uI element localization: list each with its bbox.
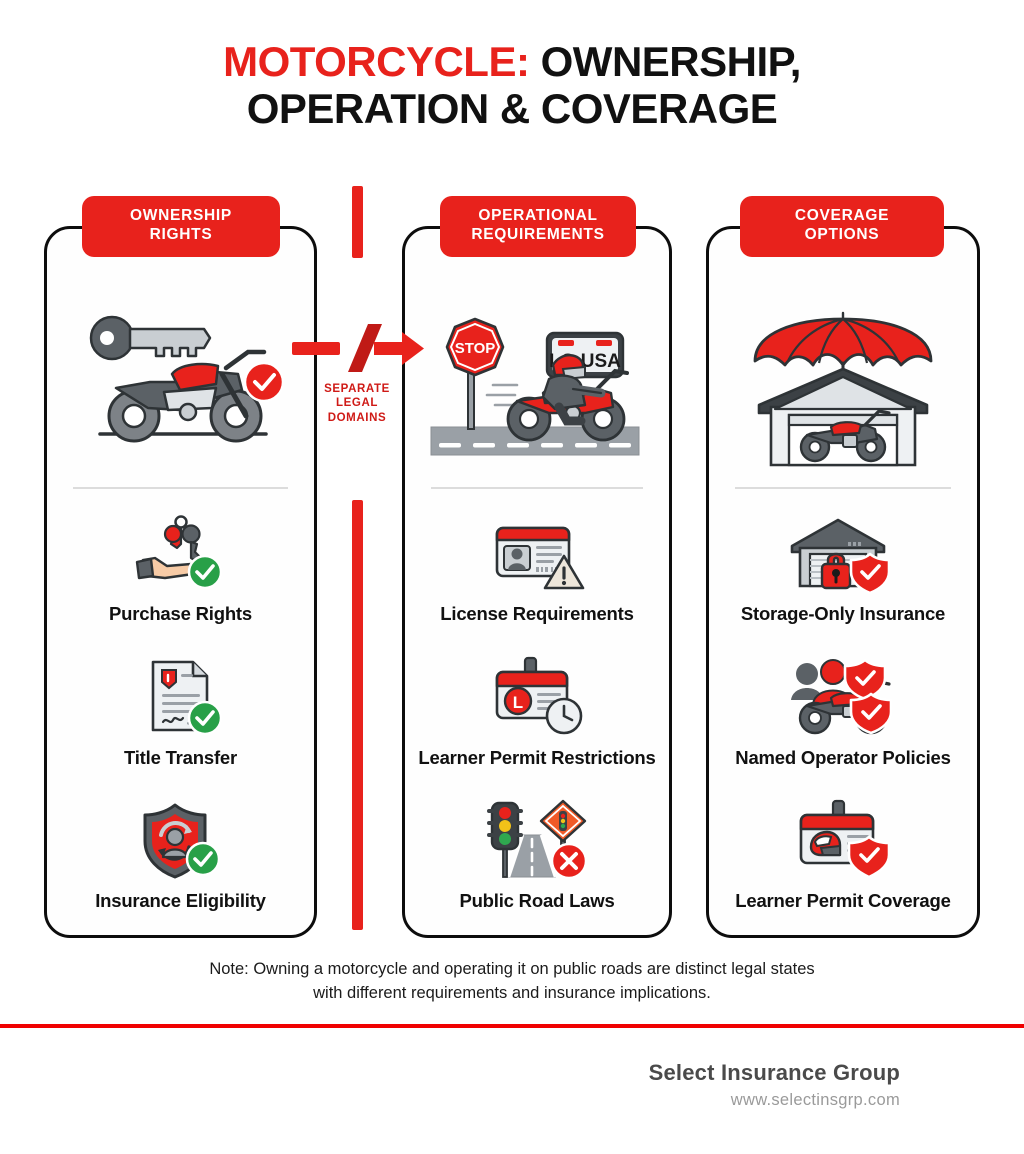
footer-note-line-1: Note: Owning a motorcycle and operating …: [209, 960, 815, 978]
footer-note-line-2: with different requirements and insuranc…: [313, 983, 711, 1002]
garage-padlock-icon: [790, 512, 896, 595]
columns-board: Purchase Rights: [0, 196, 1024, 941]
umbrella-over-garage-with-motorcycle-icon: [753, 311, 933, 467]
green-check-badge: [187, 555, 222, 590]
list-item[interactable]: Purchase Rights: [47, 497, 314, 640]
column-divider: [431, 487, 643, 489]
list-item[interactable]: License Requirements: [405, 497, 669, 640]
title-red-part: MOTORCYCLE:: [223, 38, 530, 85]
list-item[interactable]: Named Operator Policies: [709, 640, 977, 783]
list-item[interactable]: Storage-Only Insurance: [709, 497, 977, 640]
footer-divider-rule: [0, 1024, 1024, 1028]
separator-label-line-1: SEPARATE: [324, 383, 390, 395]
list-item-label: Insurance Eligibility: [95, 890, 266, 912]
brand-block: Select Insurance Group www.selectinsgrp.…: [649, 1060, 900, 1110]
column-header-line-2: RIGHTS: [149, 225, 213, 243]
list-item[interactable]: Learner Permit Coverage: [709, 784, 977, 927]
hero-rider-on-road: STOP LC-USA: [405, 307, 669, 477]
riders-group-motorcycle-icon: [785, 656, 901, 738]
id-license-card-icon: [485, 512, 589, 594]
hero-key-and-motorcycle: [47, 307, 314, 477]
item-list-operational: License Requirements L: [405, 497, 669, 927]
list-item-label: Public Road Laws: [459, 890, 615, 912]
list-item-label: License Requirements: [440, 603, 634, 625]
column-divider: [735, 487, 951, 489]
list-item[interactable]: Insurance Eligibility: [47, 784, 314, 927]
red-check-badge: [243, 361, 284, 403]
broken-arrow-icon: [292, 324, 424, 372]
column-divider: [73, 487, 288, 489]
list-item[interactable]: L Learner Permit Restrictions: [405, 640, 669, 783]
title-line-1: MOTORCYCLE: OWNERSHIP,: [0, 38, 1024, 85]
separator-label-line-2: LEGAL: [336, 397, 378, 410]
signed-title-document-icon: [135, 656, 227, 738]
separator-label: SEPARATE LEGAL DOMAINS: [302, 382, 412, 425]
column-header-line-2: REQUIREMENTS: [471, 225, 605, 243]
column-header-operational-requirements: OPERATIONAL REQUIREMENTS: [440, 196, 636, 257]
learner-permit-card-icon: L: [485, 656, 589, 738]
brand-url[interactable]: www.selectinsgrp.com: [730, 1091, 900, 1109]
shield-person-renewal-icon: [135, 799, 227, 881]
footer-note: Note: Owning a motorcycle and operating …: [112, 958, 912, 1006]
svg-text:STOP: STOP: [455, 340, 496, 357]
item-list-ownership: Purchase Rights: [47, 497, 314, 927]
column-card-operational-requirements[interactable]: STOP LC-USA: [402, 226, 672, 938]
title-line-2: OPERATION & COVERAGE: [246, 85, 778, 133]
list-item[interactable]: Public Road Laws: [405, 784, 669, 927]
list-item[interactable]: Title Transfer: [47, 640, 314, 783]
list-item-label: Learner Permit Restrictions: [418, 746, 656, 768]
column-header-line-1: COVERAGE: [794, 207, 890, 224]
column-card-ownership-rights[interactable]: Purchase Rights: [44, 226, 317, 938]
green-check-badge: [185, 841, 220, 877]
list-item-label: Storage-Only Insurance: [740, 603, 946, 625]
green-check-badge: [187, 700, 222, 736]
key-and-motorcycle-icon: [89, 315, 284, 443]
brand-name: Select Insurance Group: [648, 1060, 900, 1085]
item-list-coverage: Storage-Only Insurance: [709, 497, 977, 927]
column-header-line-2: OPTIONS: [804, 225, 880, 243]
card-letter: L: [513, 693, 523, 712]
separator-bar-top: [352, 186, 363, 258]
list-item-label: Named Operator Policies: [735, 746, 951, 768]
separator-label-line-3: DOMAINS: [327, 411, 387, 424]
column-card-coverage-options[interactable]: Storage-Only Insurance: [706, 226, 980, 938]
hand-holding-keys-icon: [133, 512, 229, 594]
column-header-ownership-rights: OWNERSHIP RIGHTS: [82, 196, 280, 257]
traffic-light-and-road-icon: [481, 799, 593, 881]
page-title: MOTORCYCLE: OWNERSHIP, OPERATION & COVER…: [0, 0, 1024, 132]
list-item-label: Purchase Rights: [109, 603, 252, 625]
list-item-label: Learner Permit Coverage: [735, 890, 951, 912]
column-header-line-1: OWNERSHIP: [130, 207, 232, 224]
column-header-coverage-options: COVERAGE OPTIONS: [740, 196, 944, 257]
hero-umbrella-over-garage: [709, 307, 977, 477]
column-header-line-1: OPERATIONAL: [478, 207, 598, 224]
list-item-label: Title Transfer: [123, 746, 238, 768]
title-black-part: OWNERSHIP,: [540, 38, 802, 85]
separator-bar-bottom: [352, 500, 363, 930]
rider-on-road-with-stop-sign-icon: STOP LC-USA: [430, 317, 640, 456]
helmet-permit-card-icon: [789, 799, 897, 881]
